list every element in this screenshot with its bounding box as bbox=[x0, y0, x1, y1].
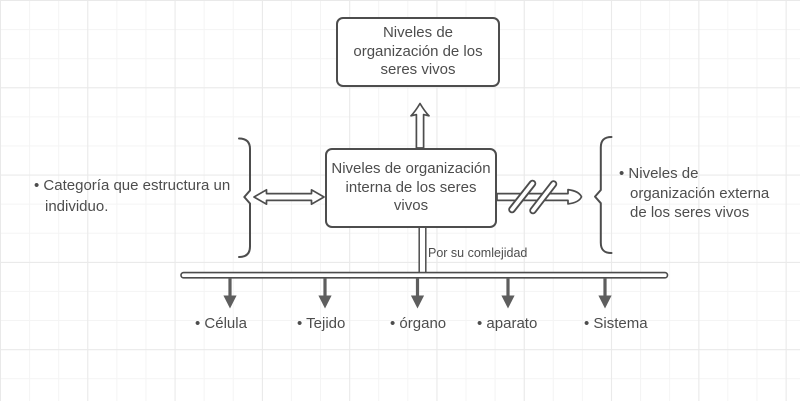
right-note-line: • Niveles de bbox=[619, 165, 699, 182]
item-sistema[interactable]: • Sistema bbox=[584, 315, 648, 332]
center-box-label: Niveles de organización interna de los s… bbox=[331, 160, 491, 215]
up-arrow[interactable] bbox=[410, 102, 430, 149]
down-arrow[interactable] bbox=[318, 278, 332, 309]
right-note[interactable]: • Niveles de organización externa de los… bbox=[619, 164, 800, 223]
branch-bar[interactable] bbox=[180, 271, 669, 279]
down-arrow[interactable] bbox=[223, 278, 237, 309]
branch-label[interactable]: Por su comlejidad bbox=[428, 246, 528, 260]
top-box-label: Niveles de organización de los seres viv… bbox=[353, 24, 483, 79]
item-aparato[interactable]: • aparato bbox=[477, 315, 538, 332]
double-arrow[interactable] bbox=[253, 188, 325, 206]
left-note-line: • Categoría que estructura un bbox=[34, 177, 231, 194]
left-note-line: individuo. bbox=[45, 197, 109, 215]
center-box[interactable]: Niveles de organización interna de los s… bbox=[325, 148, 497, 228]
item-organo[interactable]: • órgano bbox=[390, 315, 447, 332]
down-arrow[interactable] bbox=[410, 278, 425, 309]
down-arrow[interactable] bbox=[598, 278, 612, 309]
right-note-line: de los seres vivos bbox=[630, 204, 750, 221]
top-box[interactable]: Niveles de organización de los seres viv… bbox=[336, 17, 500, 87]
left-note[interactable]: • Categoría que estructura un individuo. bbox=[34, 176, 284, 217]
item-celula[interactable]: • Célula bbox=[195, 315, 247, 332]
left-brace[interactable] bbox=[238, 137, 251, 258]
item-tejido[interactable]: • Tejido bbox=[297, 315, 346, 332]
right-note-line: organización externa bbox=[630, 184, 770, 202]
down-arrow[interactable] bbox=[501, 278, 515, 309]
branch-connector[interactable] bbox=[418, 226, 427, 274]
right-brace[interactable] bbox=[594, 136, 613, 254]
slash-marks[interactable] bbox=[508, 179, 558, 215]
